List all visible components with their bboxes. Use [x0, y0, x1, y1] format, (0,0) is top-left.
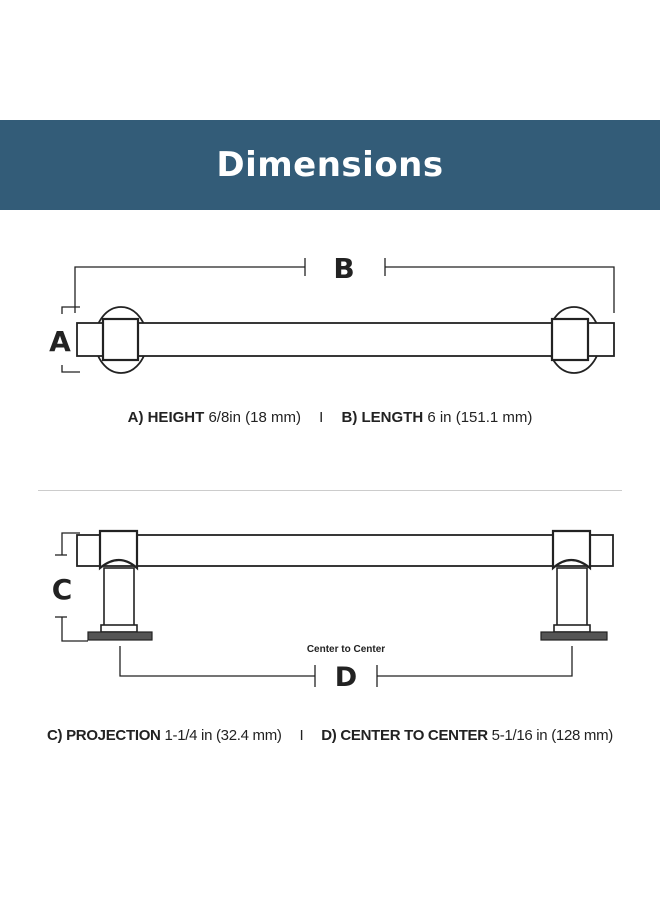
label-c: C — [52, 573, 73, 606]
label-d: D — [335, 662, 357, 693]
title-banner: Dimensions — [0, 120, 660, 210]
dimension-d-line — [119, 646, 573, 687]
spec-a-label: A) HEIGHT — [127, 409, 205, 426]
label-a: A — [49, 325, 71, 358]
label-b: B — [333, 252, 354, 285]
top-view-handle — [76, 306, 615, 374]
spec-a-value: 6/8in (18 mm) — [208, 409, 301, 426]
spec-d-value: 5-1/16 in (128 mm) — [491, 727, 614, 744]
separator: I — [299, 727, 304, 744]
center-to-center-label: Center to Center — [307, 644, 385, 655]
page-title: Dimensions — [216, 145, 444, 185]
caption-cd: C) PROJECTION 1-1/4 in (32.4 mm) I D) CE… — [0, 727, 660, 744]
spec-b-value: 6 in (151.1 mm) — [427, 409, 533, 426]
spec-d-label: D) CENTER TO CENTER — [321, 727, 488, 744]
spec-b-label: B) LENGTH — [341, 409, 424, 426]
spec-c-value: 1-1/4 in (32.4 mm) — [164, 727, 282, 744]
side-view-handle — [76, 529, 614, 641]
dimension-c-bracket — [55, 532, 88, 642]
section-divider — [38, 490, 622, 491]
dimension-b-line — [74, 258, 615, 313]
separator: I — [319, 409, 324, 426]
dimension-a-bracket — [61, 306, 80, 373]
caption-ab: A) HEIGHT 6/8in (18 mm) I B) LENGTH 6 in… — [0, 409, 660, 426]
spec-c-label: C) PROJECTION — [46, 727, 161, 744]
